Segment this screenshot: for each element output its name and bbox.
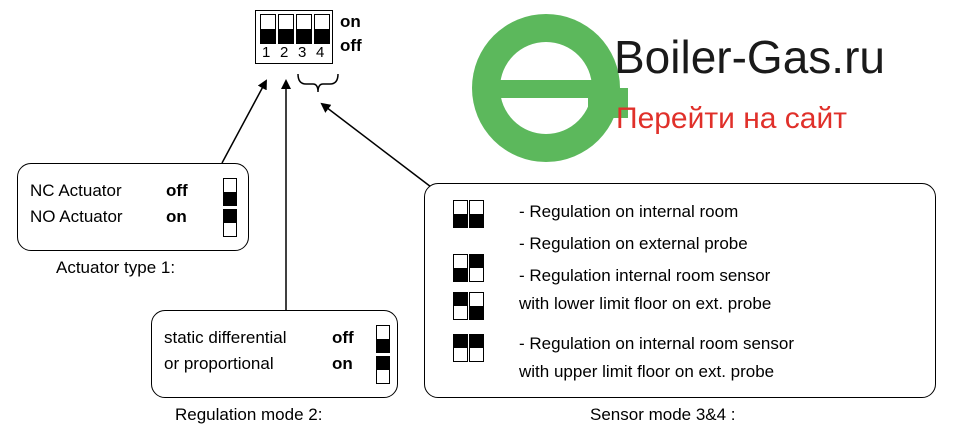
actuator-no-label: NO Actuator: [30, 207, 123, 226]
sensor-item-1: - Regulation on internal room: [519, 202, 739, 221]
sensor-item-4: - Regulation on internal room sensor: [519, 334, 794, 353]
dip-number-1: 1: [262, 44, 271, 61]
sensor-box: - Regulation on internal room - Regulati…: [424, 183, 936, 398]
dip-number-4: 4: [316, 44, 325, 61]
arrow-actuator: [221, 79, 267, 164]
dip-switch: 1 2 3 4: [255, 10, 333, 64]
bracket-3-4: [297, 73, 339, 93]
sensor-item-3-cont: with lower limit floor on ext. probe: [519, 294, 772, 313]
sensor-item-4-cont: with upper limit floor on ext. probe: [519, 362, 775, 381]
logo-link-text[interactable]: Перейти на сайт: [616, 102, 847, 135]
actuator-nc-label: NC Actuator: [30, 181, 122, 200]
dip-number-2: 2: [280, 44, 289, 61]
regulation-caption: Regulation mode 2:: [175, 405, 323, 424]
dip-off-label: off: [340, 36, 362, 55]
actuator-no-state: on: [166, 207, 187, 226]
regulation-proportional-label: or proportional: [164, 354, 274, 373]
regulation-switch-on: [376, 356, 390, 384]
actuator-caption: Actuator type 1:: [56, 258, 176, 277]
regulation-static-label: static differential: [164, 328, 287, 347]
dip-slot-4: [314, 14, 330, 44]
regulation-static-state: off: [332, 328, 354, 347]
sensor-caption: Sensor mode 3&4 :: [590, 405, 736, 424]
logo-brand-text: Boiler-Gas.ru: [614, 31, 885, 83]
actuator-box: NC Actuator off NO Actuator on: [17, 163, 249, 251]
dip-slot-2: [278, 14, 294, 44]
actuator-nc-state: off: [166, 181, 188, 200]
regulation-proportional-state: on: [332, 354, 353, 373]
arrow-sensor: [320, 102, 436, 191]
dip-slot-3: [296, 14, 312, 44]
sensor-item-3: - Regulation internal room sensor: [519, 266, 771, 285]
sensor-item-2: - Regulation on external probe: [519, 234, 748, 253]
logo[interactable]: Boiler-Gas.ru Перейти на сайт: [468, 8, 952, 168]
regulation-box: static differential off or proportional …: [151, 310, 398, 398]
dip-number-3: 3: [298, 44, 307, 61]
regulation-switch-off: [376, 325, 390, 353]
logo-circle-icon: [472, 14, 628, 162]
actuator-switch-on: [223, 209, 237, 237]
dip-on-label: on: [340, 12, 361, 31]
actuator-switch-off: [223, 178, 237, 206]
dip-slot-1: [260, 14, 276, 44]
